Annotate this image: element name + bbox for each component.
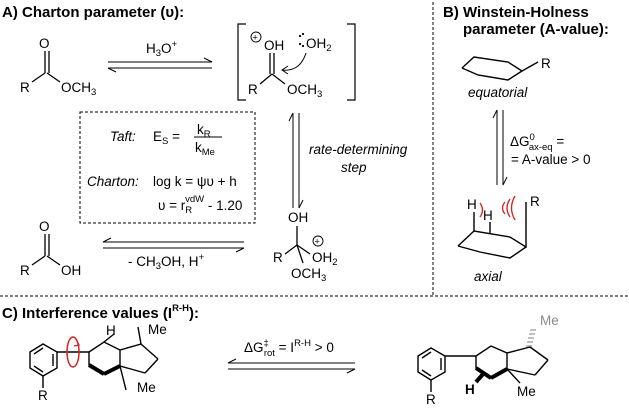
equatorial-chair	[461, 56, 539, 81]
plus-charge-icon	[312, 235, 324, 247]
axial-h2: H	[483, 208, 493, 223]
lone-pair-icon	[298, 32, 305, 48]
acid-condition: H3O+	[146, 39, 178, 59]
right-me1: Me	[540, 313, 559, 328]
tetrahedral-intermediate	[284, 226, 311, 264]
rds-label-line1: rate-determining	[309, 142, 408, 157]
plus-sign: +	[253, 33, 258, 43]
charton-eq1: log k = ψυ + h	[153, 174, 237, 189]
right-r: R	[426, 392, 436, 407]
ester-carbonyl-o: O	[39, 36, 50, 51]
right-me-bond	[506, 368, 521, 384]
acid-structure	[31, 234, 61, 266]
panel-a: A) Charton parameter (υ): O R OCH3 H3O+	[2, 4, 408, 284]
axial-h1: H	[467, 197, 477, 212]
ester-och3: OCH3	[61, 80, 96, 98]
hydrolysis-condition: - CH3OH, H+	[128, 252, 205, 272]
panel-b-title-line1: B) Winstein-Holness	[443, 4, 589, 21]
panel-c: C) Interference values (IR-H): H Me Me R	[2, 303, 559, 407]
axial-label: axial	[474, 269, 503, 284]
equilibrium-arrow-rds	[288, 112, 304, 209]
intermediate-brackets	[237, 23, 356, 101]
panel-a-title: A) Charton parameter (υ):	[2, 4, 184, 21]
right-me2: Me	[517, 384, 536, 399]
right-ring-bold	[474, 366, 508, 384]
intermediate-och3: OCH3	[287, 82, 322, 100]
curved-arrow-icon	[281, 52, 307, 71]
tet-oh2: OH2	[312, 250, 338, 268]
rds-label-line2: step	[341, 160, 367, 175]
water-oh2: OH2	[306, 36, 332, 54]
taft-numerator: kR	[197, 122, 211, 140]
acid-carbonyl-o: O	[39, 219, 50, 234]
equilibrium-arrow-hydrolysis	[102, 237, 245, 253]
plus-charge-icon	[250, 31, 262, 43]
right-methyl-hash	[526, 329, 536, 347]
panel-b-title-line2: parameter (A-value):	[463, 21, 609, 38]
charton-eq2: υ = rRvdW - 1.20	[158, 194, 242, 216]
plus-sign: +	[315, 237, 320, 247]
rotation-arrow-icon	[66, 336, 80, 368]
ester-structure	[31, 51, 61, 83]
equatorial-r: R	[541, 56, 551, 71]
protonated-ester	[259, 53, 286, 85]
equations-box	[79, 111, 256, 224]
ester-r: R	[20, 80, 30, 95]
left-h: H	[106, 323, 116, 338]
taft-es: ES =	[153, 129, 180, 147]
panel-b: B) Winstein-Holness parameter (A-value):…	[443, 4, 609, 284]
equatorial-label: equatorial	[468, 85, 528, 100]
charton-label: Charton:	[87, 174, 139, 189]
equilibrium-arrow-acid	[107, 57, 213, 73]
acid-oh: OH	[61, 263, 81, 278]
a-value-label: = A-value > 0	[511, 152, 591, 167]
equilibrium-arrow-avalue	[492, 109, 508, 186]
rotation-barrier-eq: ΔG‡rot = IR-H > 0	[244, 338, 334, 359]
left-r: R	[38, 388, 48, 403]
left-ring-bold	[87, 363, 121, 376]
axial-chair	[457, 202, 528, 259]
left-me1: Me	[148, 322, 167, 337]
taft-label: Taft:	[110, 129, 136, 144]
steric-clash-icon	[479, 195, 516, 221]
equilibrium-arrow-rotation	[227, 358, 356, 374]
right-h: H	[465, 382, 475, 397]
axial-r: R	[530, 194, 540, 209]
tet-r: R	[273, 250, 283, 265]
panel-c-title: C) Interference values (IR-H):	[2, 303, 199, 322]
acid-r: R	[20, 263, 30, 278]
intermediate-r: R	[248, 82, 258, 97]
taft-denominator: kMe	[195, 140, 215, 158]
left-biaryl	[29, 326, 159, 391]
intermediate-oh: OH	[264, 38, 284, 53]
tet-och3: OCH3	[291, 266, 326, 284]
left-me2: Me	[137, 380, 156, 395]
tet-oh-top: OH	[288, 210, 308, 225]
